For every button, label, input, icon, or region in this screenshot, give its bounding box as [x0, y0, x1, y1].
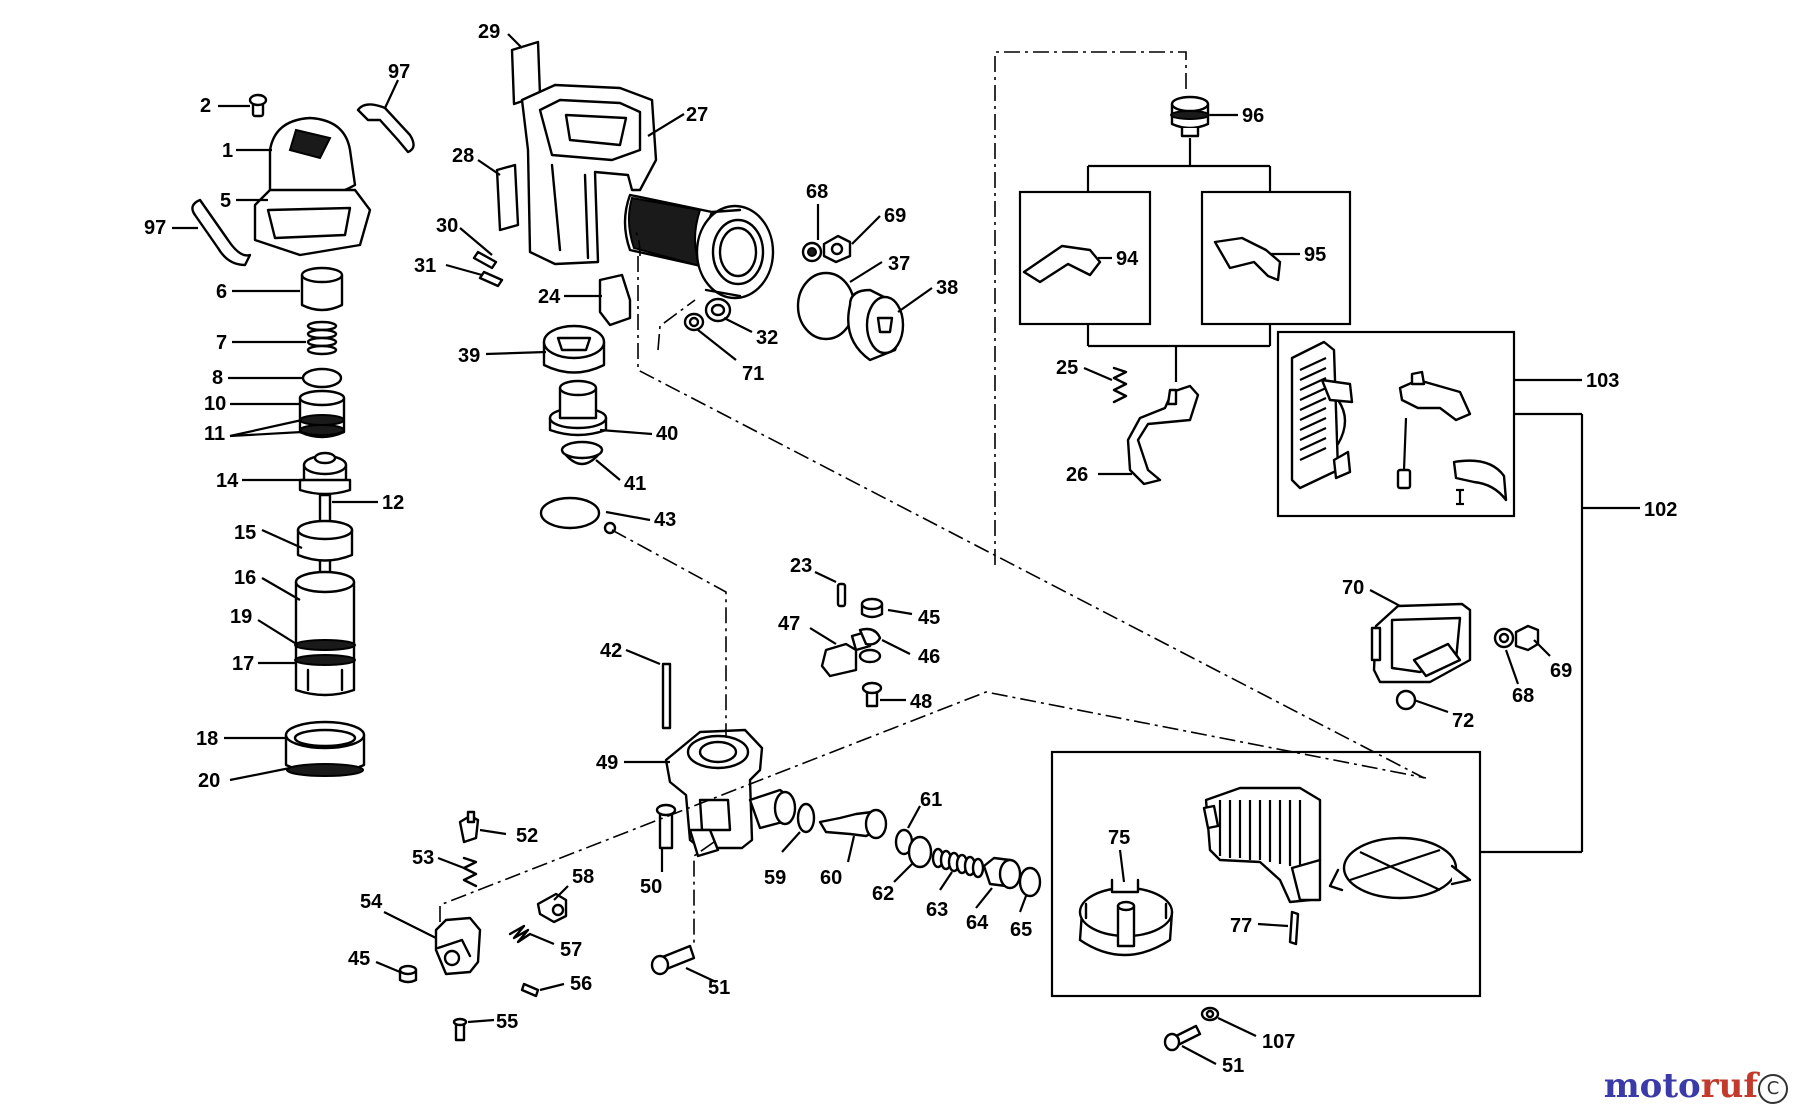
label-51-bottom: 51 — [1222, 1055, 1244, 1077]
label-29: 29 — [478, 21, 500, 43]
label-53: 53 — [412, 847, 434, 869]
label-16: 16 — [234, 567, 256, 589]
label-47: 47 — [778, 613, 800, 635]
label-45-low: 45 — [348, 948, 370, 970]
label-26: 26 — [1066, 464, 1088, 486]
label-6: 6 — [216, 281, 227, 303]
label-23: 23 — [790, 555, 812, 577]
label-69-right: 69 — [1550, 660, 1572, 682]
label-8: 8 — [212, 367, 223, 389]
bottom-screw-washer — [1163, 1006, 1257, 1065]
label-51-mid: 51 — [708, 977, 730, 999]
label-49: 49 — [596, 752, 618, 774]
magazine-kit-103 — [1276, 330, 1640, 854]
label-52: 52 — [516, 825, 538, 847]
label-15: 15 — [234, 522, 256, 544]
label-50: 50 — [640, 876, 662, 898]
lever-parts — [375, 810, 569, 1042]
label-31: 31 — [414, 255, 436, 277]
label-48: 48 — [910, 691, 932, 713]
label-24: 24 — [538, 286, 561, 308]
canister-kit — [1050, 750, 1482, 998]
label-12: 12 — [382, 492, 404, 514]
label-70: 70 — [1342, 577, 1364, 599]
cap-assembly — [191, 93, 415, 777]
label-56: 56 — [570, 973, 592, 995]
label-96: 96 — [1242, 105, 1264, 127]
label-10: 10 — [204, 393, 226, 415]
label-103: 103 — [1586, 370, 1619, 392]
label-62: 62 — [872, 883, 894, 905]
label-95: 95 — [1304, 244, 1326, 266]
label-37: 37 — [888, 253, 910, 275]
label-71: 71 — [742, 363, 764, 385]
latch-options — [1018, 95, 1352, 486]
label-68-top: 68 — [806, 181, 828, 203]
label-14: 14 — [216, 470, 239, 492]
label-46: 46 — [918, 646, 940, 668]
label-69-top: 69 — [884, 205, 906, 227]
label-59: 59 — [764, 867, 786, 889]
label-65: 65 — [1010, 919, 1032, 941]
label-38: 38 — [936, 277, 958, 299]
label-7: 7 — [216, 332, 227, 354]
label-77: 77 — [1230, 915, 1252, 937]
label-25: 25 — [1056, 357, 1078, 379]
label-17: 17 — [232, 653, 254, 675]
alignment-lines — [439, 51, 1427, 946]
label-97-left: 97 — [144, 217, 166, 239]
exhaust-parts — [796, 204, 933, 362]
label-64: 64 — [966, 912, 989, 934]
label-43: 43 — [654, 509, 676, 531]
label-97-top: 97 — [388, 61, 410, 83]
copyright-icon: C — [1758, 1074, 1788, 1104]
label-2: 2 — [200, 95, 211, 117]
label-54: 54 — [360, 891, 383, 913]
label-27: 27 — [686, 104, 708, 126]
label-40: 40 — [656, 423, 678, 445]
label-1: 1 — [222, 140, 233, 162]
label-11: 11 — [204, 423, 225, 445]
watermark-logo: motoruf — [1603, 1066, 1758, 1106]
part-number-labels: 2 1 5 97 97 6 7 8 10 11 14 12 15 16 19 1… — [144, 21, 1677, 1077]
label-19: 19 — [230, 606, 252, 628]
label-75: 75 — [1108, 827, 1130, 849]
label-41: 41 — [624, 473, 646, 495]
label-55: 55 — [496, 1011, 518, 1033]
label-63: 63 — [926, 899, 948, 921]
label-30: 30 — [436, 215, 458, 237]
label-5: 5 — [220, 190, 231, 212]
label-45-mid: 45 — [918, 607, 940, 629]
label-28: 28 — [452, 145, 474, 167]
label-57: 57 — [560, 939, 582, 961]
base-block — [624, 648, 816, 983]
nose-guide-parts — [1369, 589, 1551, 714]
label-20: 20 — [198, 770, 220, 792]
main-housing — [472, 40, 775, 535]
label-42: 42 — [600, 640, 622, 662]
label-58: 58 — [572, 866, 594, 888]
label-60: 60 — [820, 867, 842, 889]
label-102: 102 — [1644, 499, 1677, 521]
label-68-right: 68 — [1512, 685, 1534, 707]
label-39: 39 — [458, 345, 480, 367]
label-61: 61 — [920, 789, 942, 811]
label-72: 72 — [1452, 710, 1474, 732]
label-94: 94 — [1116, 248, 1139, 270]
valve-stem-parts — [818, 805, 1042, 913]
label-107: 107 — [1262, 1031, 1295, 1053]
label-32: 32 — [756, 327, 778, 349]
label-18: 18 — [196, 728, 218, 750]
trigger-parts — [809, 571, 913, 708]
